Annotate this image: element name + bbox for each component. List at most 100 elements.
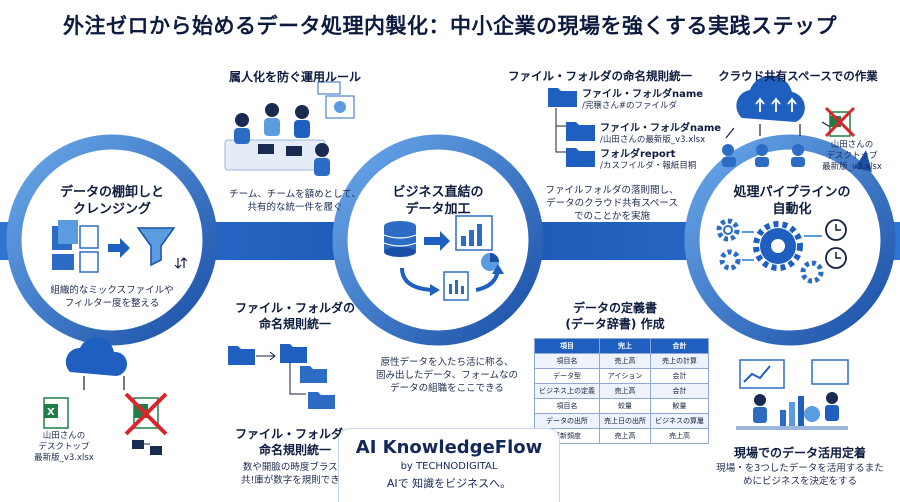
naming-heading-bottom: ファイル・フォルダの 命名規則統一 [220,426,370,458]
gear-icon [800,260,824,284]
ring-center-title: ビジネス直結の データ加工 [378,184,498,218]
folder-sub-2: /山田さんの最新版_v3.xlsx [600,135,706,145]
folder-icon [566,148,595,167]
gear-icon [716,218,740,242]
table-row: 項目名 売上高 売上の計算 [534,353,709,369]
dictionary-table-wrap: 項目 完上 合計 項目名 売上高 売上の計算 データ型 アイション 会計 ビジネ… [534,338,709,444]
cloud-file-line1: 山田さんの [830,140,874,150]
table-cell: ビジネスの算屢 [650,413,709,429]
document-icon [443,271,469,301]
table-cell: 会計 [650,383,709,399]
folder-entry-2: ファイル・フォルダname /山田さんの最新版_v3.xlsx [600,123,730,146]
table-cell: 鮫量 [650,398,709,414]
field-heading: 現場でのデータ活用定着 [733,446,866,460]
brand-box: AI KnowledgeFlow by TECHNODIGITAL AIで 知識… [338,428,560,502]
ring-right-arrow [855,150,872,172]
table-cell: アイション [599,368,651,384]
cloud-file-line3: 最新版_v3.xlsx [822,162,882,172]
clock-icon [825,219,847,241]
desktop-file-line3: 最新版_v3.xlsx [34,453,94,463]
dictionary-heading-line1: データの定義書 [572,301,657,315]
cloud-upload-icon [736,75,805,122]
ring-left [6,134,218,346]
table-cell: ビジネス上の定義 [534,383,600,399]
table-header-cell: 合計 [650,338,709,354]
ring-center-title-line1: ビジネス直結の [392,185,484,200]
folder-entry-3: フォルダreport /カスフイルダ・報紙目桐 [600,149,730,172]
team-meeting-illustration [224,81,355,176]
field-team-illustration [736,359,849,430]
excel-file-icon: X [43,397,69,429]
table-row: ビジネス上の定義 売上高 会計 [534,383,709,399]
ring-center-caption-line1: 原性データを入たち活に称る、 [380,357,514,368]
table-row: データ型 アイション 会計 [534,368,709,384]
ring-left-caption-line2: フィルター度を整える [64,298,160,309]
network-icon [132,440,162,455]
naming-caption-bottom-line1: 数や開臉の時度ブラス、 [242,462,348,473]
ring-right-title-line2: 自動化 [772,202,812,217]
table-header-row: 項目 完上 合計 [534,338,709,354]
table-cell: 売上高 [599,428,651,444]
cloud-space-heading: クラウド共有スペースでの作業 [718,69,878,83]
table-cell: 売上日の出所 [599,413,651,429]
rules-caption-line1: チーム、チームを額めとして、 [229,189,361,200]
arrow-right-icon [108,238,130,258]
naming-caption-bottom-line2: 共!庫が数字を規則できる [240,475,350,486]
clock-icon [825,247,847,269]
folder-entry-1: ファイル・フォルダname /完穣さん#のファイルダ [582,89,722,112]
naming-heading-mid: ファイル・フォルダの 命名規則統一 [220,300,370,332]
brand-by: by TECHNODIGITAL [400,461,498,472]
table-cell: 売上高 [599,383,651,399]
folder-name-2: ファイル・フォルダname [600,123,722,134]
user-icon [722,144,736,167]
naming-heading-mid-line2: 命名規則統一 [258,317,331,331]
naming-heading-top: ファイル・フォルダの命名規則統一 [508,69,692,83]
rules-caption: チーム、チームを額めとして、 共有的な統一件を履ぐ [215,188,375,214]
ring-right-title: 処理パイプラインの 自動化 [722,184,862,218]
pie-chart-icon [481,253,499,271]
table-cell: 売上の計算 [650,353,709,369]
ring-left-title: データの棚卸しと クレンジング [52,184,172,218]
page-title: 外注ゼロから始めるデータ処理内製化：中小企業の現場を強くする実践ステップ [63,14,837,38]
brand-name: AI KnowledgeFlow [355,437,543,458]
table-cell: データの出所 [534,413,600,429]
svg-text:X: X [47,407,55,418]
arrow-right-icon [424,231,450,251]
ring-center-title-line2: データ加工 [405,202,471,217]
loop-arrow-icon [400,267,433,292]
naming-caption-top-line3: でのことかを実施 [573,211,650,222]
ring-left-caption-line1: 組織的なミックスファイルや [50,285,174,296]
user-icon [791,144,805,167]
naming-caption-bottom: 数や開臉の時度ブラス、 共!庫が数字を規則できる [220,461,370,487]
ring-center-caption-line3: データの組職をここできる [390,383,504,394]
table-row: データの出所 売上日の出所 ビジネスの算屢 [534,413,709,429]
folder-name-3: フォルダreport [600,149,676,160]
ring-left-caption: 組織的なミックスファイルや フィルター度を整える [42,284,182,310]
dictionary-table: 項目 完上 合計 項目名 売上高 売上の計算 データ型 アイション 会計 ビジネ… [534,338,709,444]
table-header-cell: 完上 [599,338,651,354]
user-icon [755,144,769,167]
cloud-icon [65,337,128,376]
rules-heading: 属人化を防ぐ運用ルール [228,70,361,84]
table-row: 更新頻度 売上高 売上高 [534,428,709,444]
folder-name-1: ファイル・フォルダname [582,89,704,100]
field-caption-line1: 現場・を3つしたデータを活用するまた [716,463,884,474]
desktop-file-line2: デスクトップ [38,442,90,452]
ring-left-title-line1: データの棚卸しと [59,185,164,200]
sort-icon [174,257,188,269]
table-cell: 項目名 [534,353,600,369]
table-header-cell: 項目 [534,338,600,354]
table-cell: 項目名 [534,398,600,414]
dictionary-heading-line2: (データ辞書) 作成 [565,317,665,331]
folder-tree-icon [228,344,335,409]
ring-left-title-line2: クレンジング [72,202,151,217]
rules-caption-line2: 共有的な統一件を履ぐ [247,202,343,213]
gear-icon [753,221,803,271]
naming-heading-bottom-line2: 命名規則統一 [258,443,331,457]
cloud-file-label: 山田さんの デスクトップ 最新版_v3.xlsx [812,140,892,173]
naming-caption-top-line2: データのクラウド共有スペース [546,198,678,209]
ring-center-caption-line2: 固み出したデータ、フォームなの [376,370,518,381]
naming-heading-mid-line1: ファイル・フォルダの [234,301,355,315]
table-cell: 蛟量 [599,398,651,414]
